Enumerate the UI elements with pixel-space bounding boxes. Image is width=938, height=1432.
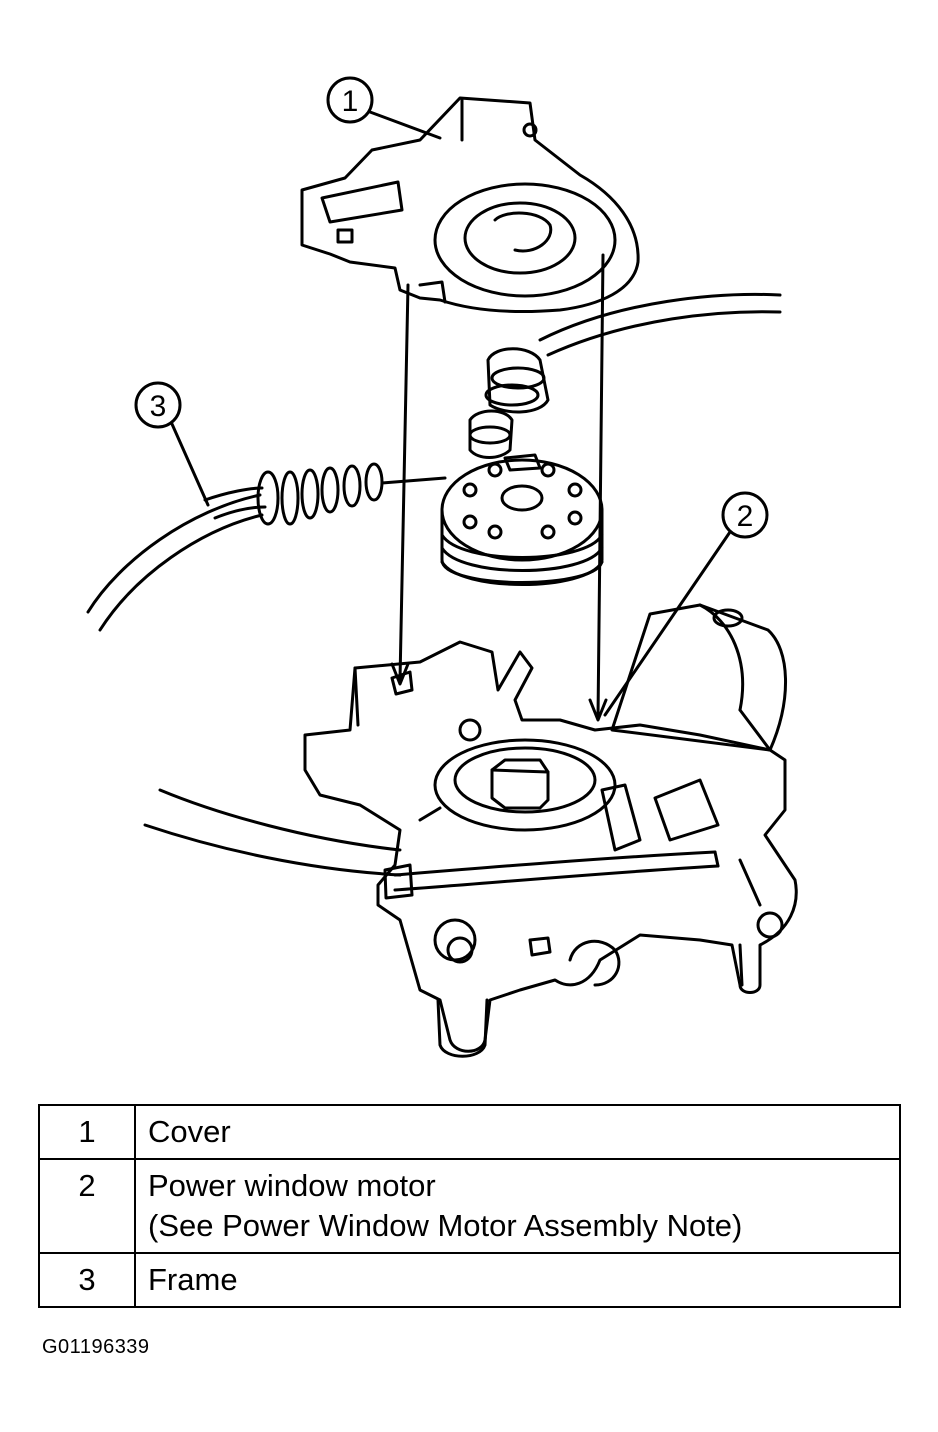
cover-part [300,96,640,314]
power-window-motor-part [610,603,787,752]
legend-description: Power window motor (See Power Window Mot… [134,1158,901,1254]
legend-row: 2 Power window motor (See Power Window M… [38,1158,901,1254]
cable-run-lines [86,292,782,877]
assembly-arrows [390,253,608,722]
legend-number: 3 [38,1252,136,1308]
legend-description-line: Cover [148,1114,231,1149]
legend-description: Cover [134,1104,901,1160]
callout-2: 2 [603,491,769,717]
legend-description: Frame [134,1252,901,1308]
connector-part [468,347,550,459]
callout-3: 3 [134,381,210,507]
callout-1-label: 1 [342,85,359,118]
legend-number: 2 [38,1158,136,1254]
callout-3-label: 3 [150,390,167,423]
legend-row: 1 Cover [38,1104,901,1160]
frame-cable-part [203,462,447,526]
legend-number: 1 [38,1104,136,1160]
exploded-view-diagram: 1 [86,76,798,1058]
legend-description-line: Power window motor [148,1168,436,1203]
callout-1: 1 [326,76,442,140]
callout-2-label: 2 [737,500,754,533]
regulator-base-part [303,640,798,1058]
legend-description-line: Frame [148,1262,238,1297]
figure-id: G01196339 [42,1336,150,1358]
legend-row: 3 Frame [38,1252,901,1308]
legend-description-note: (See Power Window Motor Assembly Note) [148,1208,743,1243]
drum-pulley-part [440,453,604,586]
legend-table: 1 Cover 2 Power window motor (See Power … [38,1104,901,1308]
